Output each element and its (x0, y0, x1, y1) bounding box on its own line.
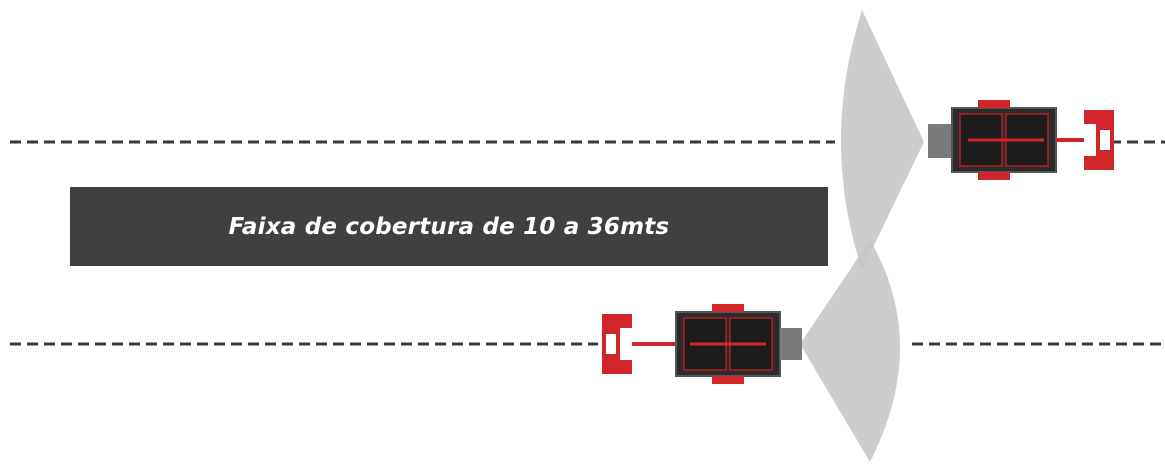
top-wheel-upper (978, 100, 1010, 108)
bottom-tractor-cab (606, 334, 616, 354)
top-tractor-wheel-lower (1084, 156, 1114, 170)
bottom-wheel-upper (712, 304, 744, 312)
upper-spray-fan (841, 10, 924, 270)
top-wheel-lower (978, 172, 1010, 180)
bottom-tractor-wheel-upper (602, 314, 632, 328)
bottom-wheel-lower (712, 376, 744, 384)
bottom-spreader-rear (780, 328, 802, 360)
bottom-spreader-tractor (602, 304, 802, 384)
coverage-banner (70, 187, 828, 266)
top-spreader-rear (928, 124, 952, 158)
top-tractor-wheel-upper (1084, 110, 1114, 124)
bottom-tractor-wheel-lower (602, 360, 632, 374)
lower-spray-fan (800, 240, 900, 462)
top-spreader-tractor (928, 100, 1114, 180)
top-tractor-cab (1100, 130, 1110, 150)
